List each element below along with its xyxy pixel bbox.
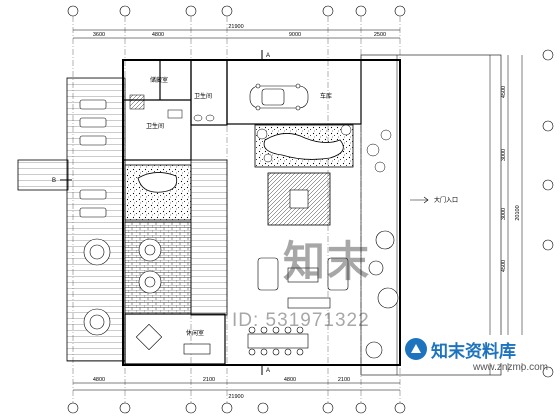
svg-text:2100: 2100 <box>203 377 215 383</box>
dimension-lines <box>73 29 523 391</box>
car-icon <box>249 83 309 111</box>
deck-steps <box>17 159 69 191</box>
right-landscape-trees <box>365 230 399 359</box>
watermark-logo-text: 知末 <box>283 237 372 286</box>
svg-text:3000: 3000 <box>501 208 507 220</box>
svg-text:2500: 2500 <box>374 32 386 38</box>
brand-name: 知末资料库 <box>431 341 516 361</box>
svg-text:4800: 4800 <box>93 377 105 383</box>
plank-walkway <box>190 159 228 316</box>
paving-round-tables <box>138 238 162 294</box>
bath-fixtures <box>129 94 215 122</box>
axis-bubbles-bottom <box>67 402 406 414</box>
brand-url[interactable]: www.znzmo.com <box>472 362 548 373</box>
svg-text:4800: 4800 <box>284 377 296 383</box>
svg-text:4800: 4800 <box>152 32 164 38</box>
svg-text:3000: 3000 <box>501 149 507 161</box>
svg-text:3600: 3600 <box>93 32 105 38</box>
room-label-garage: 车库 <box>320 92 332 100</box>
axis-bubbles-right <box>542 49 554 378</box>
garden-plants <box>256 124 392 173</box>
brand-banner[interactable]: 知末资料库 <box>401 335 560 363</box>
driveway <box>360 54 502 376</box>
svg-text:21900: 21900 <box>228 394 243 400</box>
brand-logo-icon <box>405 338 427 360</box>
dining-furniture <box>247 326 309 356</box>
svg-text:9000: 9000 <box>289 32 301 38</box>
deck-lounge-chairs <box>79 99 107 218</box>
svg-text:B: B <box>52 178 56 184</box>
dimension-text: 21900 3600 4800 9000 2500 4800 2100 4800… <box>93 24 521 400</box>
pond <box>263 133 344 160</box>
svg-text:A: A <box>266 368 270 374</box>
svg-text:20100: 20100 <box>515 205 521 220</box>
svg-text:4500: 4500 <box>501 260 507 272</box>
deck-round-tables <box>83 238 111 336</box>
svg-text:21900: 21900 <box>228 24 243 30</box>
entry-table <box>289 189 309 209</box>
room-label-bath1: 卫生间 <box>194 92 212 100</box>
section-marker-left: B <box>52 178 72 184</box>
leisure-furniture <box>135 323 211 355</box>
room-label-storage: 储藏室 <box>150 76 168 84</box>
axis-bubbles-top <box>67 5 406 17</box>
watermark-id: ID: 531971322 <box>232 310 370 331</box>
svg-text:A: A <box>266 53 270 59</box>
svg-text:2100: 2100 <box>338 377 350 383</box>
section-marker-top: A <box>261 50 270 60</box>
entrance-arrow <box>410 196 429 204</box>
room-label-leisure: 休闲室 <box>186 329 204 337</box>
leisure-room <box>124 313 226 365</box>
courtyard-pool <box>137 172 178 193</box>
room-label-entrance: 大门入口 <box>434 196 458 204</box>
living-furniture <box>257 257 349 309</box>
svg-text:4500: 4500 <box>501 86 507 98</box>
brick-paving <box>124 221 192 315</box>
room-label-bath2: 卫生间 <box>146 122 164 130</box>
section-marker-bottom: A <box>261 365 270 375</box>
